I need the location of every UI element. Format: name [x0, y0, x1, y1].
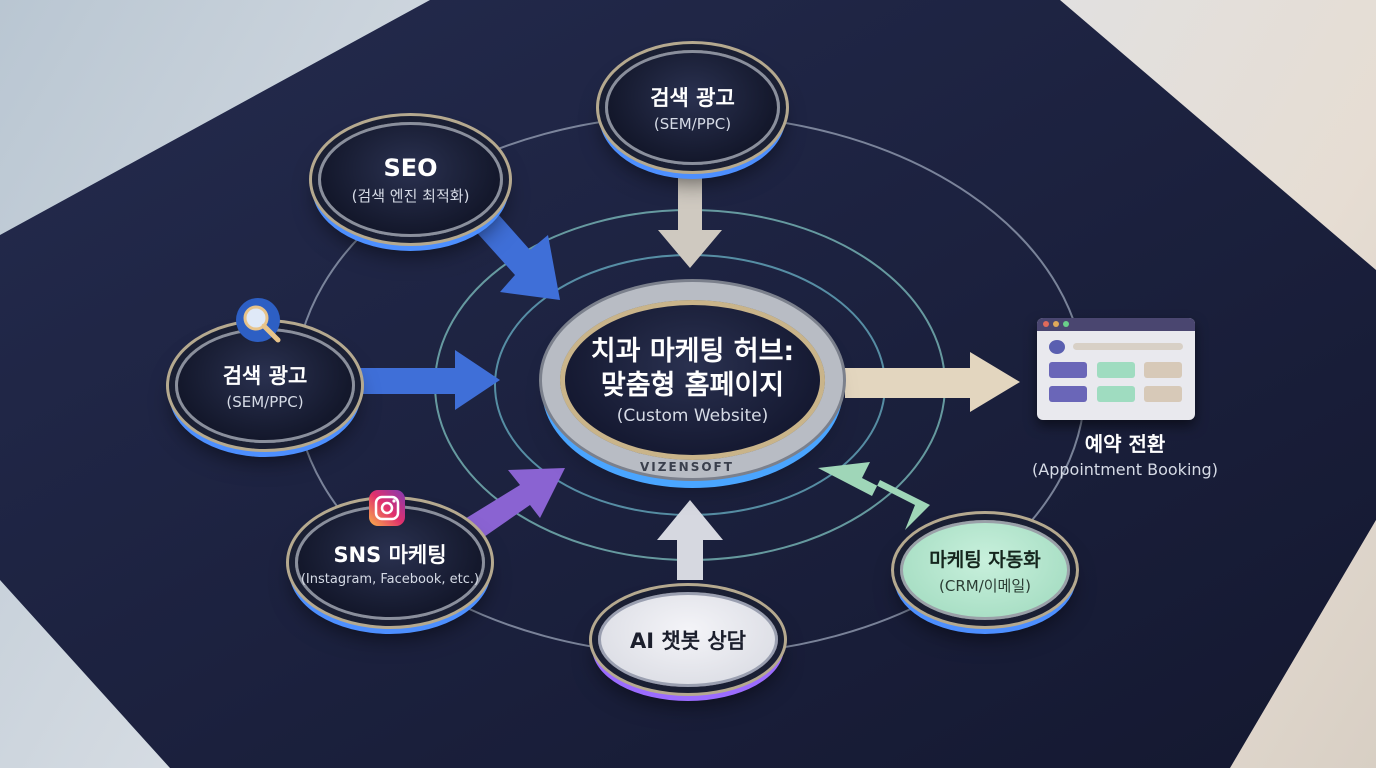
arrow-automation [818, 462, 930, 530]
node-subtitle: (CRM/이메일) [939, 576, 1031, 595]
node-title: 검색 광고 [650, 86, 735, 110]
output-appointment-booking: 예약 전환 (Appointment Booking) [1020, 428, 1230, 479]
arrow-ai [657, 500, 723, 580]
arrows [355, 175, 1020, 580]
node-search-ads-left: 검색 광고 (SEM/PPC) [175, 328, 355, 443]
node-title: AI 챗봇 상담 [630, 628, 746, 653]
node-subtitle: (검색 엔진 최적화) [351, 186, 470, 205]
node-search-ads-top: 검색 광고 (SEM/PPC) [605, 50, 780, 165]
node-subtitle: (SEM/PPC) [226, 393, 304, 411]
node-ai-chatbot: AI 챗봇 상담 [598, 592, 778, 687]
arrow-output [845, 352, 1020, 412]
hub-subtitle: (Custom Website) [616, 405, 769, 426]
node-seo: SEO (검색 엔진 최적화) [318, 122, 503, 237]
instagram-icon [369, 490, 405, 526]
node-title: SEO [383, 153, 438, 182]
arrow-top-down [658, 175, 722, 268]
node-title: 마케팅 자동화 [929, 548, 1041, 571]
node-title: 검색 광고 [222, 364, 308, 388]
magnifier-icon [236, 298, 281, 343]
node-marketing-automation: 마케팅 자동화 (CRM/이메일) [900, 520, 1070, 620]
node-subtitle: (Instagram, Facebook, etc.) [300, 571, 480, 587]
hub-title-line1: 치과 마케팅 허브: [590, 335, 795, 367]
output-title: 예약 전환 [1084, 432, 1166, 456]
hub-title-line2: 맞춤형 홈페이지 [600, 369, 785, 401]
hub-custom-website: 치과 마케팅 허브: 맞춤형 홈페이지 (Custom Website) [560, 300, 825, 460]
arrow-seo [470, 205, 560, 300]
arrow-left [355, 350, 500, 410]
booking-browser-icon [1037, 318, 1195, 420]
node-subtitle: (SEM/PPC) [653, 115, 732, 133]
brand-logo-text: VIZENSOFT [640, 460, 734, 474]
output-subtitle: (Appointment Booking) [1032, 460, 1218, 479]
arrow-sns [455, 468, 565, 548]
node-title: SNS 마케팅 [333, 542, 447, 567]
